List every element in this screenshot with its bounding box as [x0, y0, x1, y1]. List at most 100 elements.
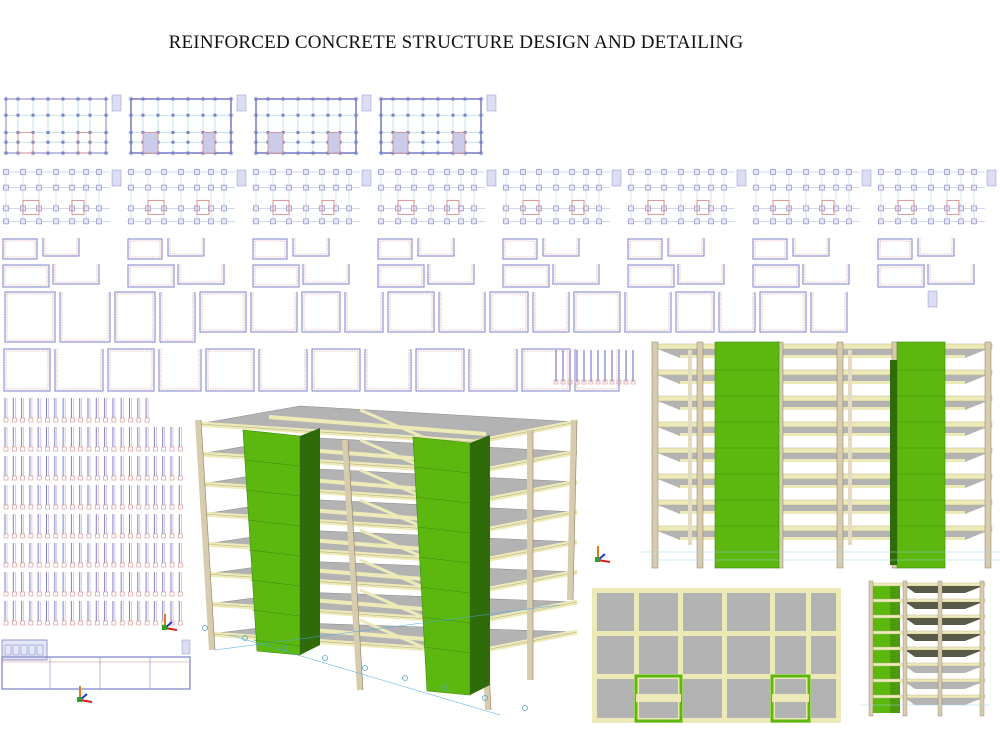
stirrup [70, 504, 75, 510]
section-detail [377, 264, 425, 288]
column-mark [141, 113, 145, 117]
foundation-beam-outline [1, 656, 191, 690]
stirrup [602, 379, 608, 385]
column-mark [229, 151, 233, 155]
foundation-detail-sheet [1, 639, 191, 690]
section-detail [301, 291, 341, 333]
core-wall-outline [267, 132, 284, 154]
stirrup [70, 446, 75, 452]
column [937, 580, 943, 717]
column-rebar-detail [136, 514, 142, 539]
column-section [178, 169, 184, 175]
column-rebar-detail [78, 485, 83, 510]
core-joint [423, 646, 471, 654]
column-mark [281, 97, 285, 101]
column-rebar-detail [45, 456, 50, 481]
column-section [221, 169, 227, 175]
section-outline [107, 348, 155, 392]
section-detail [877, 238, 913, 260]
column-rebar-detail [45, 572, 50, 597]
title-block [181, 639, 191, 655]
slab-outline [380, 98, 482, 154]
column-mark [311, 140, 315, 144]
column-rebar-detail [178, 601, 183, 626]
column-rebar-detail [111, 543, 117, 568]
stirrup [111, 504, 117, 510]
column [979, 580, 985, 717]
column-mark [479, 97, 483, 101]
column-section [53, 205, 59, 212]
column-section [3, 169, 9, 175]
core-wall-outline [202, 132, 216, 154]
title-block [361, 169, 372, 187]
section-detail [158, 349, 202, 392]
column-rebar-detail [53, 427, 59, 452]
floor-slab [905, 602, 983, 609]
column-section [803, 184, 809, 191]
column-mark [76, 97, 80, 101]
column-rebar-detail [12, 485, 17, 510]
column-mark [141, 97, 145, 101]
column-rebar-detail [70, 398, 75, 423]
column-section [596, 184, 602, 191]
section-outline [752, 264, 800, 288]
grid-bubble [282, 645, 288, 651]
table-cell [4, 644, 12, 656]
grid-bubble [322, 655, 328, 661]
column-section [569, 218, 575, 225]
stirrup [28, 504, 34, 510]
core-wall-outline [77, 132, 91, 154]
column-section [958, 184, 964, 191]
beam [678, 588, 683, 722]
column-mark [129, 130, 133, 134]
stirrup [153, 446, 158, 452]
stirrup [28, 591, 34, 597]
stirrup [3, 475, 9, 481]
column-layout-sheet [627, 168, 747, 225]
section-detail [252, 238, 288, 260]
column-mark [76, 113, 80, 117]
column-section [194, 169, 200, 175]
stirrup [144, 591, 150, 597]
column-rebar-detail [53, 398, 59, 423]
column-rebar-detail [61, 456, 67, 481]
core-joint [248, 549, 301, 557]
column-mark [354, 151, 358, 155]
column-mark [354, 140, 358, 144]
column-section [346, 169, 352, 175]
stirrup [103, 533, 108, 539]
column-section [971, 205, 977, 212]
section-outline [292, 238, 330, 257]
column-mark [4, 151, 8, 155]
column-rebar-detail [119, 485, 125, 510]
stirrup [95, 620, 100, 626]
column-section [286, 184, 292, 191]
core-wall-outline [321, 199, 335, 215]
column-mark [296, 151, 300, 155]
column-mark [311, 151, 315, 155]
back-beam [680, 511, 965, 514]
stirrup [20, 446, 25, 452]
back-beam [680, 355, 965, 358]
stirrup [119, 533, 125, 539]
stirrup [86, 591, 92, 597]
origin [77, 697, 82, 702]
stirrup [53, 620, 59, 626]
core-wall-outline [647, 199, 665, 215]
stirrup [70, 475, 75, 481]
column-section [628, 218, 634, 225]
column-rebar-detail [3, 572, 9, 597]
rebar-line [254, 240, 286, 258]
stirrup [70, 620, 75, 626]
section-detail [2, 264, 50, 288]
column-mark [451, 113, 455, 117]
column-section [208, 218, 214, 225]
column-rebar-detail [36, 485, 42, 510]
section-detail [552, 264, 600, 285]
column-section [678, 184, 684, 191]
column-mark [254, 130, 258, 134]
column-rebar-detail [111, 572, 117, 597]
rebar-line [252, 292, 296, 331]
core-wall-side [300, 428, 320, 655]
stirrup [86, 562, 92, 568]
